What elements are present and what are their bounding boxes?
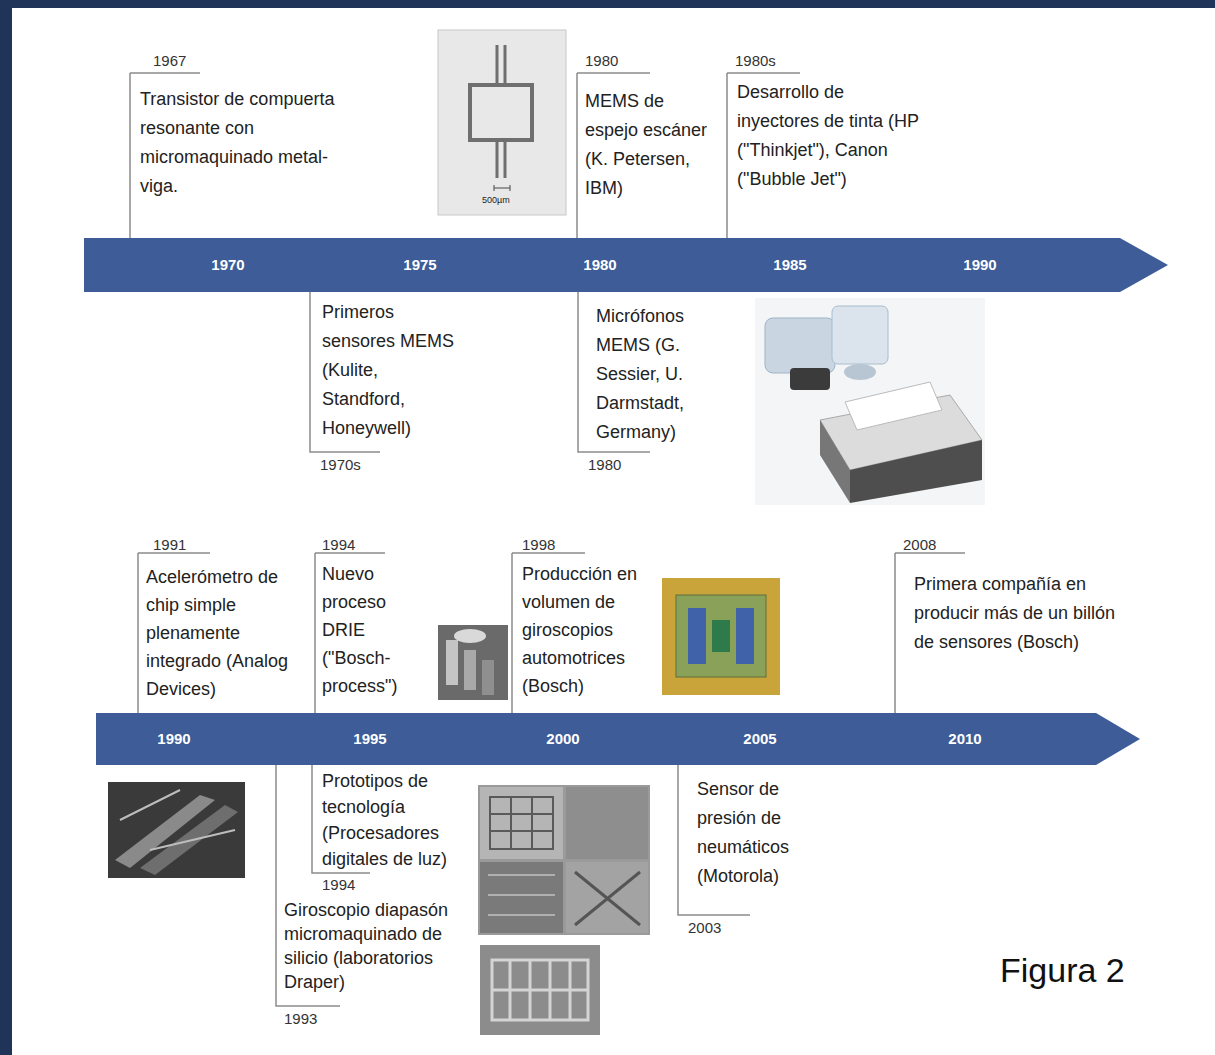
- band-year: 1990: [144, 730, 204, 748]
- band-year: 1985: [760, 256, 820, 274]
- event-text: Transistor de compuerta resonante con mi…: [140, 85, 365, 201]
- event-text: Micrófonos MEMS (G. Sessier, U. Darmstad…: [596, 302, 724, 447]
- scale-label: 500µm: [482, 195, 522, 206]
- band-arrow: [96, 713, 1140, 765]
- dlp-micrographs: [478, 785, 650, 935]
- timeline-band: 1970 1975 1980 1985 1990: [84, 238, 1168, 292]
- resonant-gate-photo: [438, 30, 566, 215]
- event-text: Sensor de presión de neumáticos (Motorol…: [697, 775, 827, 891]
- band-year: 1975: [390, 256, 450, 274]
- band-year: 2010: [935, 730, 995, 748]
- year-tag: 1998: [522, 536, 582, 554]
- tuning-fork-gyroscope: [480, 945, 600, 1035]
- inkjet-printer-photo: [755, 298, 985, 505]
- year-tag: 1967: [153, 52, 213, 70]
- gyroscope-chip: [662, 578, 780, 695]
- year-tag: 1980: [588, 456, 648, 474]
- band-year: 1970: [198, 256, 258, 274]
- year-tag: 1991: [153, 536, 213, 554]
- event-text: Nuevo proceso DRIE ("Bosch-process"): [322, 560, 434, 700]
- band-year: 2000: [533, 730, 593, 748]
- band-year: 1980: [570, 256, 630, 274]
- year-tag: 1980s: [735, 52, 795, 70]
- figure-caption: Figura 2: [1000, 950, 1125, 990]
- year-tag: 1980: [585, 52, 645, 70]
- accelerometer-sem: [108, 782, 245, 878]
- band-arrow: [84, 238, 1168, 292]
- year-tag: 1970s: [320, 456, 380, 474]
- band-year: 2005: [730, 730, 790, 748]
- event-text: Primeros sensores MEMS (Kulite, Standfor…: [322, 298, 462, 443]
- event-text: MEMS de espejo escáner (K. Petersen, IBM…: [585, 87, 713, 203]
- year-tag: 1994: [322, 876, 382, 894]
- year-tag: 2003: [688, 919, 748, 937]
- timeline-band: 1990 1995 2000 2005 2010: [96, 713, 1140, 765]
- year-tag: 1994: [322, 536, 382, 554]
- band-year: 1990: [950, 256, 1010, 274]
- event-text: Primera compañía en producir más de un b…: [914, 570, 1139, 657]
- event-text: Acelerómetro de chip simple plenamente i…: [146, 563, 312, 703]
- event-text: Giroscopio diapasón micromaquinado de si…: [284, 898, 469, 994]
- year-tag: 2008: [903, 536, 963, 554]
- event-text: Prototipos de tecnología (Procesadores d…: [322, 768, 472, 872]
- year-tag: 1993: [284, 1010, 344, 1028]
- event-text: Desarrollo de inyectores de tinta (HP ("…: [737, 78, 925, 194]
- band-year: 1995: [340, 730, 400, 748]
- drie-sem: [438, 625, 508, 700]
- event-text: Producción en volumen de giroscopios aut…: [522, 560, 660, 700]
